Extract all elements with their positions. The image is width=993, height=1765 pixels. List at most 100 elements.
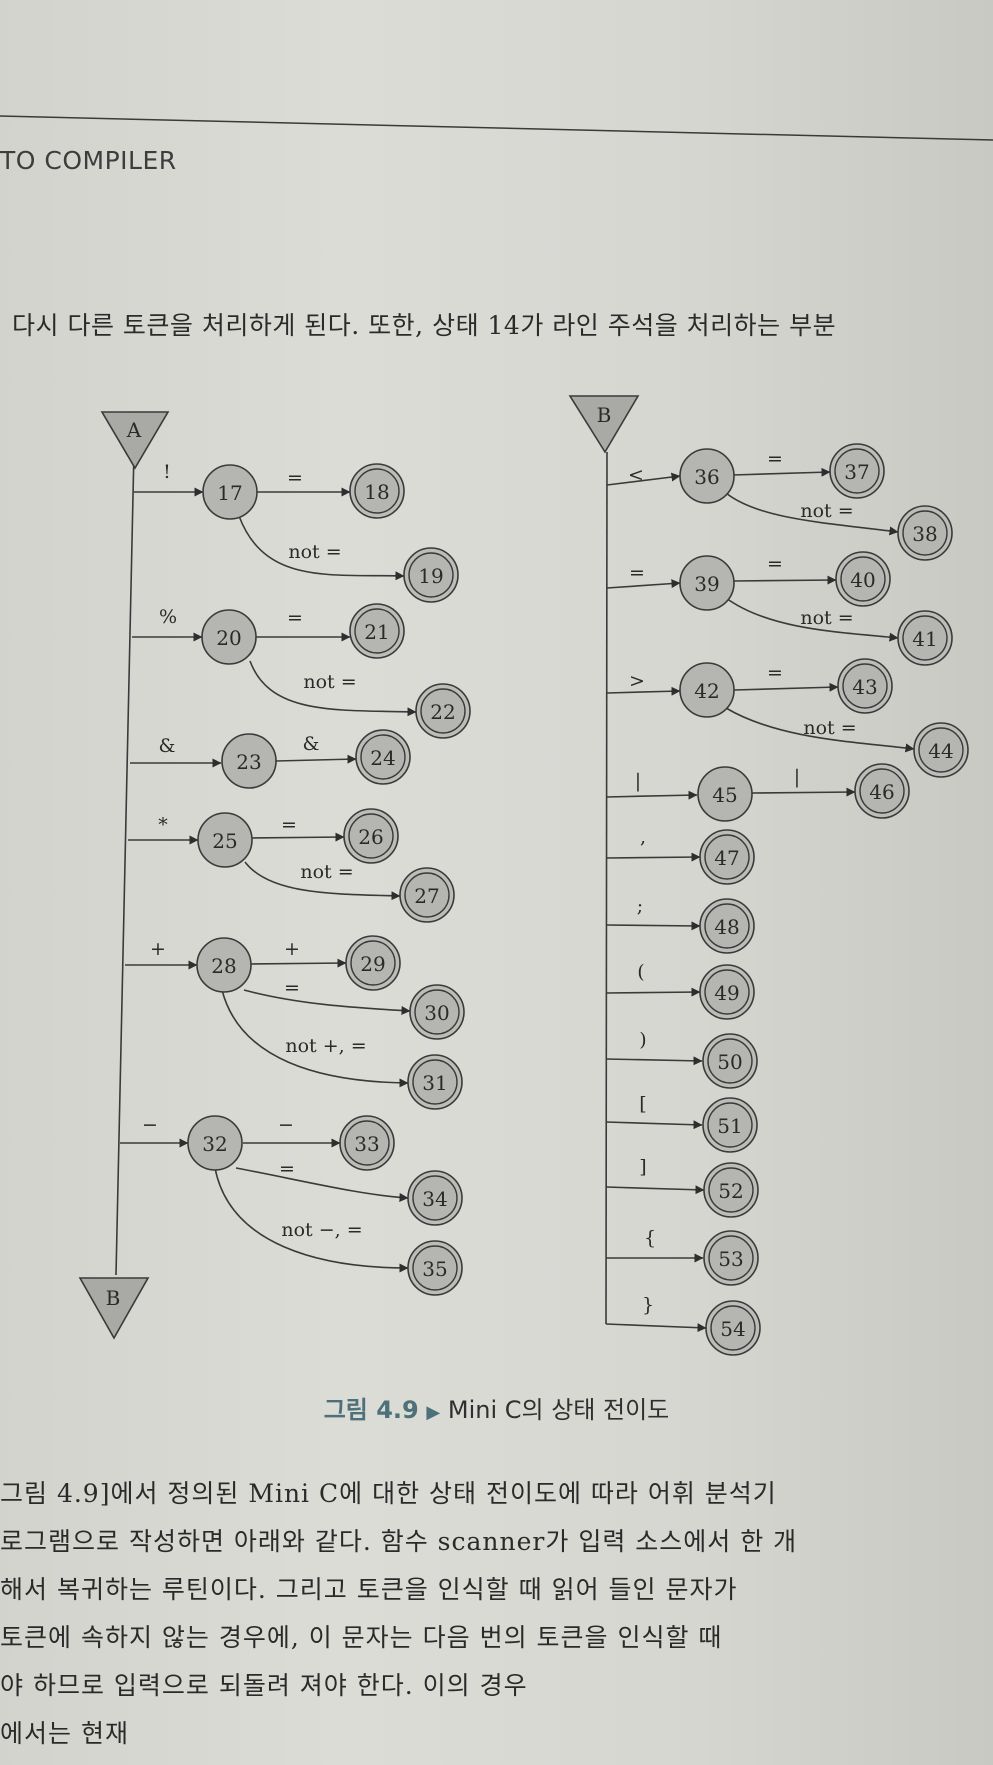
label-32-34: = (279, 1158, 295, 1180)
svg-text:28: 28 (211, 954, 236, 978)
state-40: 40 (835, 551, 891, 607)
svg-text:29: 29 (360, 952, 385, 976)
label-36-38: not = (800, 500, 853, 522)
label-25-27: not = (300, 861, 353, 883)
state-transition-diagram: A B B (78, 395, 969, 1356)
body-line-2: 로그램으로 작성하면 아래와 같다. 함수 scanner가 입력 소스에서 한… (0, 1527, 798, 1556)
label-rbracket: ] (639, 1156, 646, 1178)
label-42-43: = (767, 662, 783, 684)
svg-text:24: 24 (370, 746, 395, 770)
state-18: 18 (349, 463, 405, 519)
state-34: 34 (407, 1170, 463, 1226)
svg-text:35: 35 (422, 1257, 447, 1281)
label-lt: < (628, 464, 644, 486)
svg-text:38: 38 (912, 522, 937, 546)
running-head: TO COMPILER (0, 146, 177, 175)
label-eq: = (629, 562, 645, 584)
label-39-40: = (767, 553, 783, 575)
label-20-21: = (287, 607, 303, 629)
svg-text:18: 18 (364, 480, 389, 504)
state-31: 31 (407, 1054, 463, 1110)
svg-text:52: 52 (718, 1179, 743, 1203)
body-line-6: 에서는 현재 (0, 1719, 129, 1748)
label-42-44: not = (803, 717, 856, 739)
body-line-1: 그림 4.9]에서 정의된 Mini C에 대한 상태 전이도에 따라 어휘 분… (0, 1479, 777, 1508)
state-47: 47 (699, 829, 755, 885)
state-48: 48 (699, 898, 755, 954)
svg-text:51: 51 (717, 1114, 742, 1138)
label-percent: % (159, 606, 177, 628)
svg-text:19: 19 (418, 564, 443, 588)
state-51: 51 (702, 1097, 758, 1153)
svg-text:54: 54 (720, 1317, 745, 1341)
label-comma: , (640, 826, 646, 848)
state-25: 25 (197, 812, 253, 868)
state-39: 39 (679, 555, 735, 611)
label-gt: > (629, 670, 645, 692)
connector-a-label: A (126, 418, 142, 442)
svg-text:53: 53 (718, 1247, 743, 1271)
state-53: 53 (703, 1230, 759, 1286)
label-plus: + (150, 938, 166, 960)
label-20-22: not = (303, 671, 356, 693)
state-29: 29 (345, 935, 401, 991)
svg-text:48: 48 (714, 915, 739, 939)
state-23: 23 (221, 733, 277, 789)
state-37: 37 (829, 443, 885, 499)
state-24: 24 (355, 729, 411, 785)
state-30: 30 (409, 984, 465, 1040)
svg-text:46: 46 (869, 780, 894, 804)
svg-text:26: 26 (358, 825, 383, 849)
label-bar: | (635, 770, 641, 792)
label-25-26: = (281, 814, 297, 836)
state-17: 17 (202, 464, 258, 520)
label-28-29: + (284, 938, 300, 960)
state-22: 22 (415, 683, 471, 739)
svg-text:27: 27 (414, 884, 439, 908)
connector-b-bottom-label: B (106, 1286, 121, 1310)
label-36-37: = (767, 448, 783, 470)
svg-text:33: 33 (354, 1132, 379, 1156)
svg-text:40: 40 (850, 568, 875, 592)
label-bang: ! (163, 461, 171, 483)
svg-text:43: 43 (852, 675, 877, 699)
state-21: 21 (349, 603, 405, 659)
svg-text:39: 39 (694, 572, 719, 596)
body-line-3: 해서 복귀하는 루틴이다. 그리고 토큰을 인식할 때 읽어 들인 문자가 (0, 1575, 738, 1604)
label-star: * (158, 814, 168, 836)
state-20: 20 (201, 609, 257, 665)
label-45-46: | (794, 766, 800, 788)
svg-text:50: 50 (717, 1050, 742, 1074)
state-36: 36 (679, 448, 735, 504)
state-42: 42 (679, 662, 735, 718)
label-32-33: − (278, 1114, 294, 1136)
figure-title: Mini C의 상태 전이도 (447, 1396, 670, 1424)
label-23-24: & (303, 733, 320, 755)
label-minus: − (142, 1114, 158, 1136)
right-spine (605, 451, 608, 1325)
label-17-18: = (287, 467, 303, 489)
connector-a: A (100, 411, 170, 470)
state-26: 26 (343, 808, 399, 864)
label-rparen: ) (639, 1029, 646, 1051)
state-49: 49 (699, 964, 755, 1020)
left-spine (115, 449, 135, 1276)
connector-b-top-label: B (597, 403, 612, 427)
svg-text:37: 37 (844, 460, 869, 484)
state-46: 46 (854, 763, 910, 819)
label-amp: & (159, 735, 176, 757)
connector-b-bottom: B (78, 1277, 150, 1340)
svg-text:23: 23 (236, 750, 261, 774)
state-38: 38 (897, 505, 953, 561)
state-43: 43 (837, 658, 893, 714)
state-41: 41 (897, 610, 953, 666)
state-27: 27 (399, 867, 455, 923)
figure-caption: 그림 4.9 ▶ Mini C의 상태 전이도 (0, 1390, 993, 1425)
label-28-30: = (284, 977, 300, 999)
body-line-5: 야 하므로 입력으로 되돌려 져야 한다. 이의 경우 (0, 1671, 528, 1700)
state-19: 19 (403, 547, 459, 603)
caption-marker-icon: ▶ (426, 1402, 441, 1423)
svg-text:49: 49 (714, 981, 739, 1005)
label-rbrace: } (642, 1294, 654, 1316)
